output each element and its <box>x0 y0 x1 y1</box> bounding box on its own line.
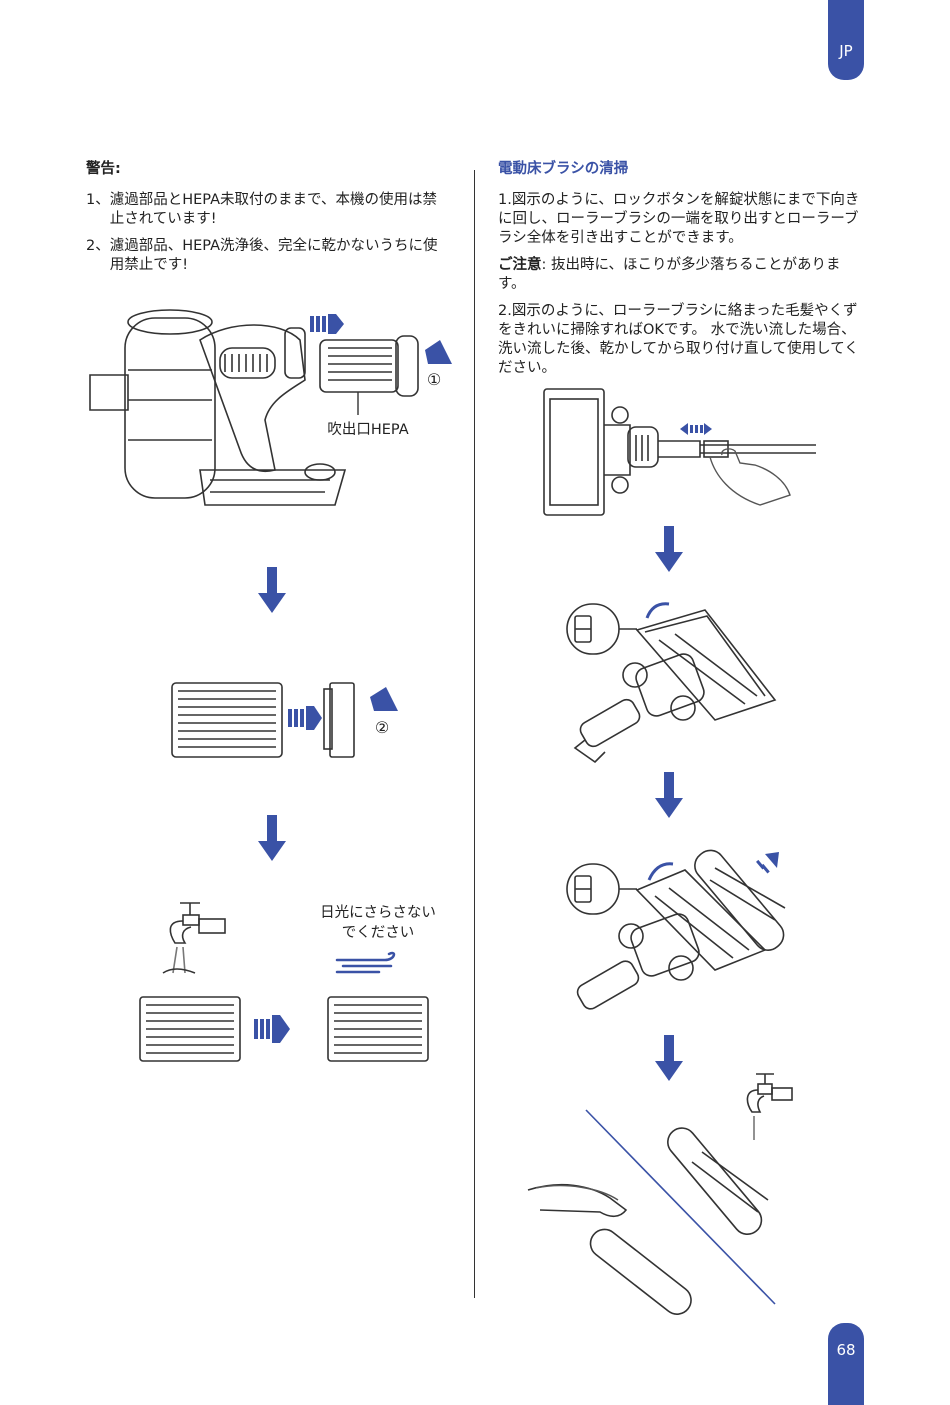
push-arrow-icon <box>254 1015 290 1043</box>
rotate-arrow-icon <box>649 864 673 880</box>
language-tab-label: JP <box>828 42 864 60</box>
lift-arrow-icon <box>756 852 779 873</box>
hepa-outlet-label: 吹出口HEPA <box>318 420 418 440</box>
air-dry-icon <box>335 952 405 978</box>
warning-item-text: 濾過部品とHEPA未取付のままで、本機の使用は禁止されています! <box>110 191 446 229</box>
rotate-lock-icon <box>425 340 452 364</box>
warning-item-text: 濾過部品、HEPA洗浄後、完全に乾かないうちに使用禁止です! <box>110 237 446 275</box>
roller-brush <box>585 1224 697 1320</box>
push-arrow-icon <box>310 314 344 334</box>
separator-line <box>586 1110 775 1304</box>
down-arrow-icon <box>258 815 286 861</box>
remove-roller-illustration <box>565 840 815 1035</box>
step2-paragraph: 2.図示のように、ローラーブラシに絡まった毛髪やくずをきれいに掃除すればOKです… <box>498 302 868 378</box>
faucet-icon <box>155 895 235 980</box>
page-number-tab: 68 <box>828 1323 864 1405</box>
push-arrow-icon <box>288 706 322 730</box>
unlock-brush-illustration <box>565 600 785 765</box>
down-arrow-icon <box>655 772 683 818</box>
floor-brush-release-illustration <box>540 385 820 520</box>
wash-dry-filters-illustration <box>138 995 438 1065</box>
faucet-icon <box>747 1074 792 1140</box>
down-arrow-icon <box>258 567 286 613</box>
rotate-lock-icon <box>370 687 398 711</box>
brush-cleaning-heading: 電動床ブラシの清掃 <box>498 160 868 179</box>
hepa-filter-icon <box>320 336 418 396</box>
warning-section: 警告: 1、 濾過部品とHEPA未取付のままで、本機の使用は禁止されています! … <box>86 160 446 283</box>
filter-cap-icon <box>324 683 354 757</box>
lock-switch-icon <box>567 604 637 654</box>
warning-item: 1、 濾過部品とHEPA未取付のままで、本機の使用は禁止されています! <box>86 191 446 229</box>
hand-icon <box>536 1186 618 1200</box>
note-text: : 抜出時に、ほこりが多少落ちることがあります。 <box>498 257 841 292</box>
step1-marker: ① <box>424 370 444 390</box>
brush-cleaning-section: 電動床ブラシの清掃 1.図示のように、ロックボタンを解錠状態にまで下向きに回し、… <box>498 160 868 386</box>
note-paragraph: ご注意: 抜出時に、ほこりが多少落ちることがあります。 <box>498 256 868 294</box>
vacuum-hepa-removal-illustration <box>80 300 460 530</box>
column-divider <box>474 170 475 1298</box>
rotate-arrow-icon <box>647 604 669 618</box>
warning-item: 2、 濾過部品、HEPA洗浄後、完全に乾かないうちに使用禁止です! <box>86 237 446 275</box>
warning-item-number: 2、 <box>86 237 110 275</box>
note-label: ご注意 <box>498 257 542 273</box>
step2-marker: ② <box>372 718 392 738</box>
filter-icon <box>172 683 282 757</box>
down-arrow-icon <box>655 526 683 572</box>
page-number: 68 <box>828 1341 864 1359</box>
step1-paragraph: 1.図示のように、ロックボタンを解錠状態にまで下向きに回し、ローラーブラシの一端… <box>498 191 868 248</box>
no-sunlight-note: 日光にさらさないでください <box>320 903 436 943</box>
warning-heading: 警告: <box>86 160 446 179</box>
double-arrow-icon <box>680 423 712 435</box>
warning-item-number: 1、 <box>86 191 110 229</box>
lock-switch-icon <box>567 864 637 914</box>
language-tab: JP <box>828 0 864 80</box>
clean-roller-illustration <box>520 1070 820 1310</box>
roller-brush <box>662 1122 767 1240</box>
